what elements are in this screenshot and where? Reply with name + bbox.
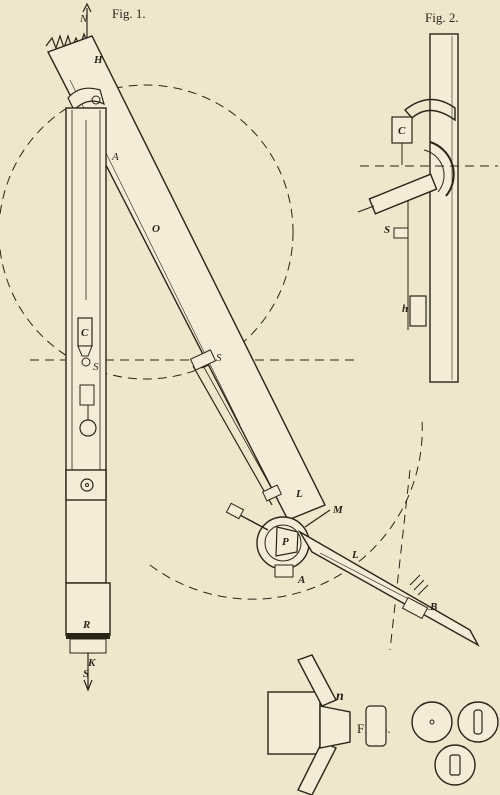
fig2-arc-outer (429, 141, 455, 197)
label-l1: L (295, 488, 303, 500)
label-s-bottom: S (83, 668, 89, 680)
label-s1: S (216, 352, 222, 364)
label-n-small: n (336, 689, 344, 704)
label-l2: L (351, 549, 359, 561)
clamp-b-hatch (409, 574, 429, 596)
weight-r-base (66, 633, 110, 639)
weight-r-clamp (69, 638, 107, 654)
label-k: K (87, 657, 96, 669)
label-h-small: h (402, 303, 408, 315)
fig3-disk-bottom (434, 744, 476, 786)
top-mechanism (67, 87, 105, 112)
upper-dashed-circle (0, 84, 294, 380)
mid-wheel (79, 419, 97, 437)
lower-pivot-inner (264, 524, 302, 562)
label-a-upper: A (111, 151, 119, 163)
pivot-block-p (275, 526, 299, 557)
label-p: P (282, 536, 289, 548)
fig3-disk-left (411, 701, 453, 743)
diagonal-rod-2 (200, 361, 279, 501)
bottom-arrow (83, 679, 93, 692)
handle-lever (237, 513, 269, 531)
fig3-nozzle (319, 705, 351, 749)
pivot-bracket-center (85, 483, 89, 487)
weight-r (65, 582, 111, 636)
fig3-slab (365, 705, 387, 747)
fig2-screw-left (357, 205, 375, 213)
fig2-arc-inner (423, 149, 445, 193)
pivot-base (274, 564, 294, 578)
fig3-body (267, 691, 321, 755)
label-s-fig1: S (93, 361, 99, 373)
label-b: B (429, 601, 437, 613)
label-r: R (82, 619, 90, 631)
component-c-funnel (77, 345, 93, 357)
fig2-post (429, 33, 459, 383)
label-n: N (79, 13, 88, 25)
fig2-caption: Fig. 2. (425, 10, 459, 25)
fig3-wing-bottom (297, 741, 337, 795)
fig2-drawing (357, 33, 498, 383)
mid-block (79, 384, 95, 406)
clamp-b (401, 596, 429, 620)
fig1-drawing (0, 2, 480, 692)
fig3-disk-bottom-slot (449, 754, 461, 776)
top-pivot (91, 95, 101, 105)
fig1-caption: Fig. 1. (112, 6, 146, 21)
label-o: O (152, 223, 160, 235)
label-c-fig2: C (398, 125, 406, 137)
fig3-disk-right-slot (473, 709, 483, 735)
lower-dashed-ray (389, 469, 411, 651)
slider-s1 (189, 349, 217, 371)
component-c-joint (81, 357, 91, 367)
fig3-wing-top (297, 654, 337, 707)
diagonal-rod-1 (192, 365, 273, 506)
fig2-crossbar (368, 173, 438, 215)
fig2-nut-s (393, 227, 409, 239)
label-c-fig1: C (81, 327, 89, 339)
fig2-lower-block (409, 295, 427, 327)
arm-m (304, 509, 331, 528)
fig2-top-bracket (403, 98, 456, 122)
fig3-drawing (267, 654, 499, 795)
fig3-disk-left-hole (429, 719, 435, 725)
label-m: M (332, 504, 344, 516)
slider-l1 (261, 484, 283, 502)
handle-knob (225, 502, 245, 520)
label-s-fig2: S (384, 224, 390, 236)
label-h: H (93, 54, 103, 66)
pivot-bracket-circle (80, 478, 94, 492)
label-a-lower: A (297, 574, 305, 586)
fig3-disk-right (457, 701, 499, 743)
north-arrow-head (82, 2, 92, 13)
